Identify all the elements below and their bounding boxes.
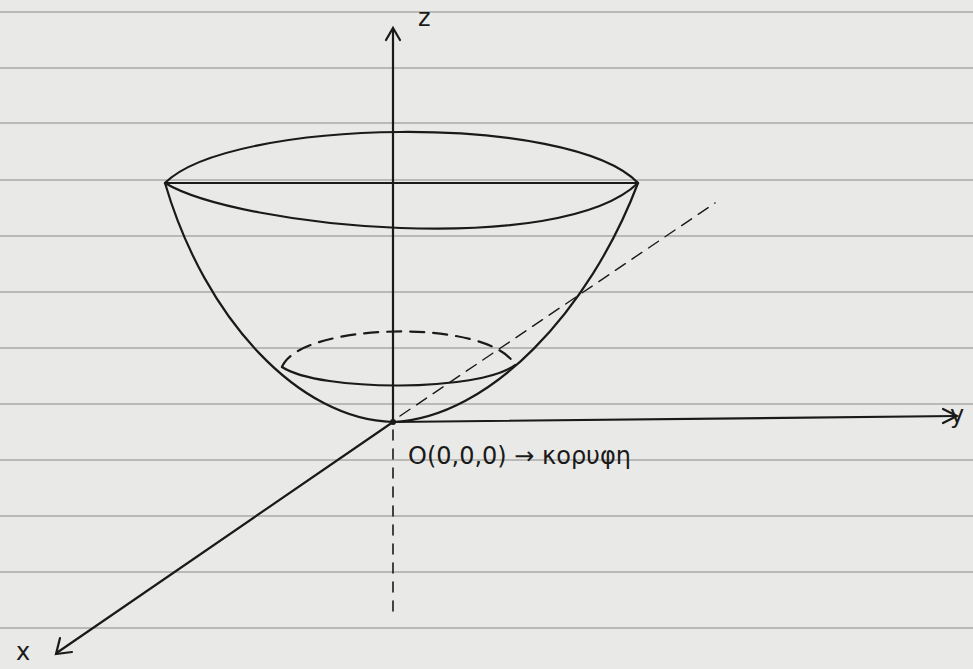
rim-diameter	[165, 182, 638, 184]
axis-label: z	[418, 6, 431, 30]
axis-label: x	[16, 640, 30, 664]
vertex-dot	[390, 419, 396, 425]
y-axis	[393, 416, 955, 422]
z-arrowhead	[386, 28, 400, 40]
paraboloid-profile	[165, 183, 638, 422]
inner-ring-back	[282, 331, 515, 367]
x-axis	[58, 422, 393, 652]
top-rim-back	[165, 132, 638, 183]
top-rim-front	[165, 183, 638, 229]
ruled-lines	[0, 12, 973, 628]
z-axis	[392, 30, 394, 422]
z-axis-dashed	[392, 430, 394, 620]
inner-ring-front	[282, 365, 515, 386]
axis-label: y	[950, 403, 964, 427]
vertex-label: O(0,0,0) → κορυφη	[408, 444, 631, 468]
x-arrowhead	[56, 638, 72, 654]
